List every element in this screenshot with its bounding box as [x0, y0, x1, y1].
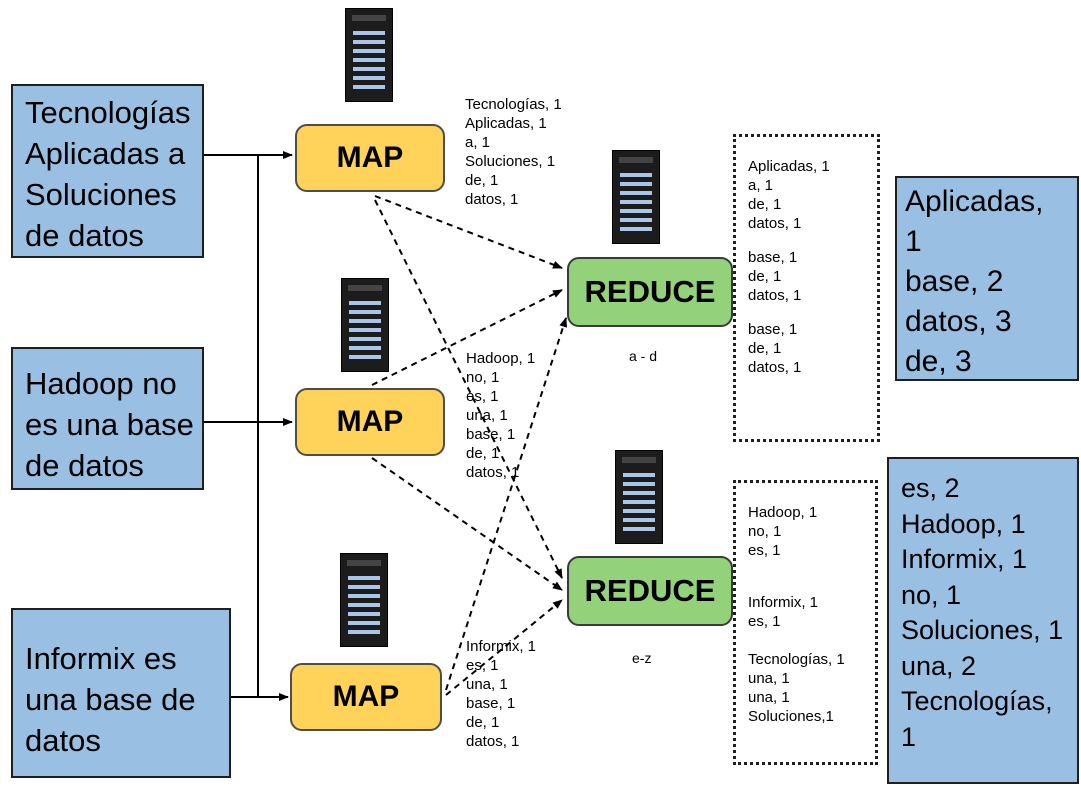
server-icon: [340, 553, 388, 647]
reduce-node-2: REDUCE: [567, 556, 733, 626]
arrow-map1-reduce1: [374, 195, 563, 269]
map-node-3: MAP: [290, 663, 442, 731]
arrow-map2-reduce1: [371, 289, 563, 386]
map-output-1: Tecnologías, 1 Aplicadas, 1 a, 1 Solucio…: [465, 96, 562, 208]
arrow-map1-reduce2: [374, 199, 563, 579]
input-split-1: Tecnologías Aplicadas a Soluciones de da…: [11, 84, 204, 258]
reduce-input-1: Aplicadas, 1 a, 1 de, 1 datos, 1 base, 1…: [733, 134, 880, 442]
map-output-2: Hadoop, 1 no, 1 es, 1 una, 1 base, 1 de,…: [466, 350, 536, 481]
input-split-3: Informix es una base de datos: [11, 608, 231, 778]
map-output-3: Informix, 1 es, 1 una, 1 base, 1 de, 1 d…: [466, 638, 537, 750]
reduce-result-2: es, 2 Hadoop, 1 Informix, 1 no, 1 Soluci…: [887, 457, 1079, 784]
reduce-key-range-1: a - d: [629, 348, 658, 364]
reduce-result-1: Aplicadas, 1 base, 2 datos, 3 de, 3: [895, 176, 1079, 381]
server-icon: [612, 150, 660, 244]
server-icon: [341, 278, 389, 372]
arrow-map3-reduce2: [445, 599, 563, 696]
reduce-input-2: Hadoop, 1 no, 1 es, 1 Informix, 1 es, 1 …: [733, 480, 878, 765]
reduce-node-1: REDUCE: [567, 257, 733, 327]
server-icon: [615, 450, 663, 544]
input-split-2: Hadoop no es una base de datos: [11, 347, 204, 490]
reduce-key-range-2: e-z: [632, 650, 652, 666]
arrow-map2-reduce2: [371, 457, 563, 591]
map-node-2: MAP: [295, 388, 445, 456]
server-icon: [345, 8, 393, 102]
map-node-1: MAP: [295, 124, 445, 192]
